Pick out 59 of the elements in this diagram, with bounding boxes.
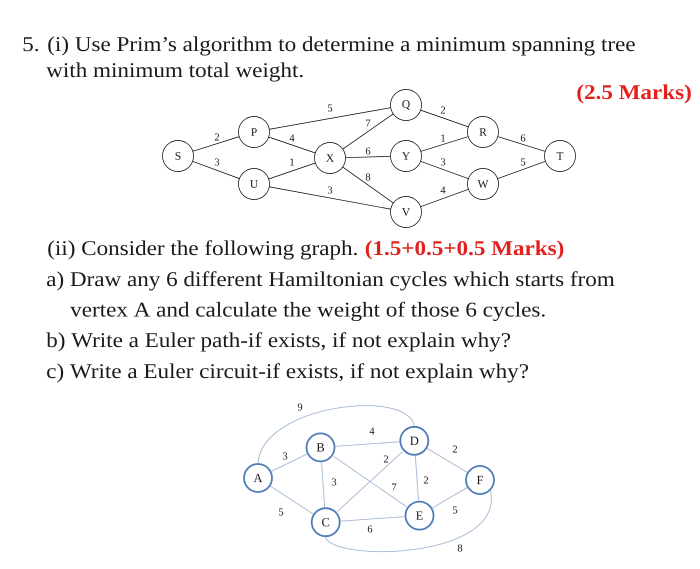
graph-edge bbox=[414, 455, 419, 502]
edge-weight: 2 bbox=[382, 454, 390, 464]
question-text: c) Write a Euler circuit-if exists, if not explain why? bbox=[47, 363, 528, 383]
edge-weight: 3 bbox=[330, 478, 338, 486]
edge-weight: 3 bbox=[282, 452, 288, 460]
graph-edge bbox=[498, 136, 546, 152]
edge-weight: 4 bbox=[440, 186, 446, 194]
graph-edge bbox=[270, 454, 308, 472]
edge-weight: 6 bbox=[366, 524, 374, 534]
edge-weight: 2 bbox=[214, 132, 220, 142]
edge-weight: 2 bbox=[440, 106, 446, 114]
edge-weight: 2 bbox=[422, 476, 430, 484]
edge-weight: 5 bbox=[520, 158, 526, 166]
graph-edge bbox=[432, 487, 468, 508]
edge-weight: 8 bbox=[364, 172, 372, 182]
graph-edge bbox=[342, 114, 394, 150]
marks-label: (1.5+0.5+0.5 Marks) bbox=[366, 240, 564, 260]
edge-weight: 3 bbox=[326, 186, 334, 194]
edge-weight: 7 bbox=[364, 118, 372, 128]
marks-label: (2.5 Marks) bbox=[577, 84, 691, 104]
question-text: b) Write a Euler path-if exists, if not explain why? bbox=[46, 332, 510, 352]
edge-weight: 5 bbox=[326, 104, 334, 112]
edge-weight: 9 bbox=[296, 402, 304, 412]
graph-edge bbox=[420, 189, 468, 207]
graph-edge bbox=[342, 166, 394, 204]
question-text: (ii) Consider the following graph. bbox=[48, 240, 357, 260]
graph-edge bbox=[426, 448, 468, 473]
edge-weight: 7 bbox=[390, 482, 398, 492]
graph-edge bbox=[325, 490, 491, 552]
graph-edge bbox=[321, 462, 326, 508]
edge-weight: 3 bbox=[440, 158, 446, 166]
edge-weight: 4 bbox=[368, 426, 376, 436]
graph-edge bbox=[346, 156, 391, 158]
graph-edge bbox=[420, 110, 468, 128]
graph-edge bbox=[268, 162, 316, 180]
graph-edge bbox=[258, 405, 415, 464]
graph-edge bbox=[420, 161, 468, 179]
graph-edge bbox=[270, 486, 314, 514]
graph-edge bbox=[498, 161, 546, 179]
edge-weight: 5 bbox=[452, 506, 458, 514]
edge-weight: 5 bbox=[278, 508, 284, 516]
graph-edge bbox=[420, 136, 468, 152]
graph-edge bbox=[334, 441, 400, 447]
edge-weight: 1 bbox=[288, 158, 296, 166]
graph-edge bbox=[268, 136, 316, 154]
graph-edge bbox=[269, 186, 391, 210]
edge-weight: 2 bbox=[452, 444, 458, 454]
question-text: a) Draw any 6 different Hamiltonian cycles which starts from vertex A and calculate the weight of those 6 cycles. bbox=[47, 271, 614, 322]
graph-edge bbox=[269, 107, 391, 130]
edge-weight: 8 bbox=[456, 544, 464, 552]
edge-weight: 1 bbox=[440, 134, 446, 142]
edge-weight: 3 bbox=[214, 158, 220, 166]
graph-edge bbox=[340, 516, 406, 522]
edge-weight: 6 bbox=[520, 134, 526, 142]
edge-weight: 6 bbox=[364, 146, 372, 156]
question-text: 5. (i) Use Prim’s algorithm to determine a minimum spanning tree with minimum total weight. bbox=[24, 36, 635, 82]
graph-edge bbox=[192, 161, 240, 179]
edge-weight: 4 bbox=[288, 134, 296, 142]
graph-edge bbox=[192, 136, 240, 152]
